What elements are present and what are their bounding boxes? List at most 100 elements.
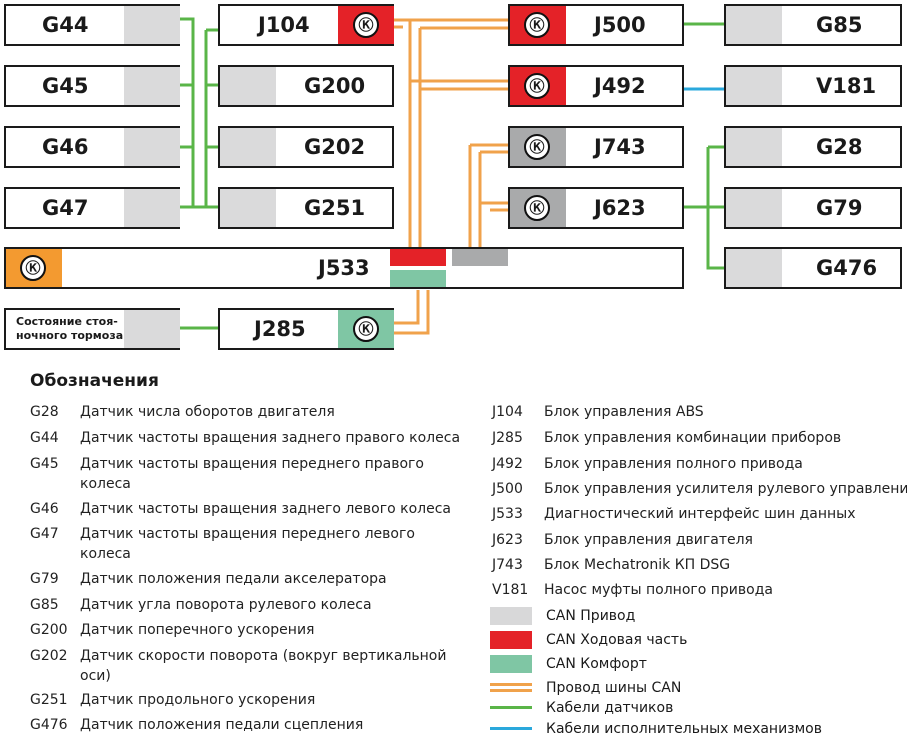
- box-label: G476: [816, 256, 878, 280]
- sensor-cables-right: [684, 22, 724, 270]
- box-label: G47: [42, 196, 89, 220]
- box-label: J743: [594, 135, 646, 159]
- box-label: V181: [816, 74, 877, 98]
- legend-desc: Диагностический интерфейс шин данных: [544, 506, 856, 522]
- box-j104: J104 Ⓚ: [218, 4, 394, 46]
- legend-desc: Блок управления комбинации приборов: [544, 430, 842, 446]
- can-chassis-port: [390, 249, 446, 266]
- legend-desc: Датчик продольного ускорения: [80, 692, 316, 708]
- box-label: G45: [42, 74, 89, 98]
- box-j285: J285 Ⓚ: [218, 308, 394, 350]
- box-g85: G85: [724, 4, 902, 46]
- box-g79: G79: [724, 187, 902, 229]
- key-line-can-wire: [490, 683, 532, 692]
- legend-code: G79: [30, 571, 59, 587]
- legend-code: J285: [492, 430, 523, 446]
- can-drive-swatch: [726, 6, 782, 44]
- legend-code: V181: [492, 582, 529, 598]
- legend-code: G45: [30, 456, 59, 472]
- parking-brake-label: Состояние стоя- ночного тормоза: [16, 315, 124, 342]
- legend-code: J533: [492, 506, 523, 522]
- key-label: CAN Ходовая часть: [546, 632, 688, 648]
- box-parking-brake: Состояние стоя- ночного тормоза: [4, 308, 180, 350]
- legend-code: G28: [30, 404, 59, 420]
- box-g200: G200: [218, 65, 394, 107]
- box-label: G44: [42, 13, 89, 37]
- control-unit-icon: Ⓚ: [524, 73, 550, 99]
- legend-desc: Датчик частоты вращения заднего левого к…: [80, 501, 451, 517]
- box-g47: G47: [4, 187, 180, 229]
- legend-code: G202: [30, 648, 68, 664]
- control-unit-icon: Ⓚ: [524, 12, 550, 38]
- box-g28: G28: [724, 126, 902, 168]
- sensor-cables-left: [180, 17, 220, 330]
- legend-desc: Датчик положения педали сцепления: [80, 717, 364, 733]
- box-j492: Ⓚ J492: [508, 65, 684, 107]
- can-bus-wires: [393, 18, 508, 335]
- box-j500: Ⓚ J500: [508, 4, 684, 46]
- box-g251: G251: [218, 187, 394, 229]
- can-drive-swatch: [220, 128, 276, 166]
- legend-desc: Датчик числа оборотов двигателя: [80, 404, 335, 420]
- legend-code: G44: [30, 430, 59, 446]
- can-drive-swatch: [124, 67, 180, 105]
- can-drive-swatch: [726, 189, 782, 227]
- legend-code: G251: [30, 692, 68, 708]
- key-line-actuator: [490, 727, 532, 730]
- legend-desc: Датчик частоты вращения переднего правог…: [80, 456, 424, 492]
- box-label: G46: [42, 135, 89, 159]
- box-j743: Ⓚ J743: [508, 126, 684, 168]
- legend-desc: Датчик частоты вращения переднего левого…: [80, 526, 415, 562]
- control-unit-icon: Ⓚ: [524, 134, 550, 160]
- can-drive-swatch: [726, 128, 782, 166]
- legend-desc: Датчик угла поворота рулевого колеса: [80, 597, 372, 613]
- legend-code: J104: [492, 404, 523, 420]
- can-drive-swatch: [124, 189, 180, 227]
- can-drive-swatch: [124, 310, 180, 348]
- legend-desc: Датчик частоты вращения заднего правого …: [80, 430, 461, 446]
- box-label: J533: [318, 256, 370, 280]
- legend-code: G85: [30, 597, 59, 613]
- can-drive-swatch: [220, 67, 276, 105]
- key-swatch-can-drive: [490, 607, 532, 625]
- can-drive-port: [452, 249, 508, 266]
- legend-code: G476: [30, 717, 68, 733]
- box-label: G251: [304, 196, 366, 220]
- can-drive-swatch: [726, 249, 782, 287]
- legend-code: G46: [30, 501, 59, 517]
- control-unit-icon: Ⓚ: [353, 12, 379, 38]
- key-label: Кабели датчиков: [546, 700, 674, 716]
- box-g44: G44: [4, 4, 180, 46]
- can-drive-swatch: [726, 67, 782, 105]
- box-g46: G46: [4, 126, 180, 168]
- box-label: G200: [304, 74, 366, 98]
- key-swatch-can-chassis: [490, 631, 532, 649]
- box-label: J285: [254, 317, 306, 341]
- box-label: J623: [594, 196, 646, 220]
- legend-desc: Блок Mechatronik КП DSG: [544, 557, 731, 573]
- box-label: G28: [816, 135, 863, 159]
- key-label: CAN Комфорт: [546, 656, 647, 672]
- key-swatch-can-comfort: [490, 655, 532, 673]
- legend-desc: Датчик скорости поворота (вокруг вертика…: [80, 648, 447, 684]
- legend-code: J500: [492, 481, 523, 497]
- legend-code: G200: [30, 622, 68, 638]
- legend-desc: Датчик поперечного ускорения: [80, 622, 315, 638]
- legend-desc: Блок управления ABS: [544, 404, 704, 420]
- box-v181: V181: [724, 65, 902, 107]
- key-label: Провод шины CAN: [546, 680, 682, 696]
- box-label: J500: [594, 13, 646, 37]
- key-label: CAN Привод: [546, 608, 636, 624]
- box-j623: Ⓚ J623: [508, 187, 684, 229]
- control-unit-icon: Ⓚ: [524, 195, 550, 221]
- legend-desc: Блок управления усилителя рулевого управ…: [544, 481, 907, 497]
- can-drive-swatch: [124, 6, 180, 44]
- box-g476: G476: [724, 247, 902, 289]
- legend-code: J623: [492, 532, 523, 548]
- legend-desc: Блок управления двигателя: [544, 532, 753, 548]
- box-label: G79: [816, 196, 863, 220]
- legend-desc: Датчик положения педали акселератора: [80, 571, 387, 587]
- box-label: J492: [594, 74, 646, 98]
- box-j533: Ⓚ J533: [4, 247, 684, 289]
- box-g45: G45: [4, 65, 180, 107]
